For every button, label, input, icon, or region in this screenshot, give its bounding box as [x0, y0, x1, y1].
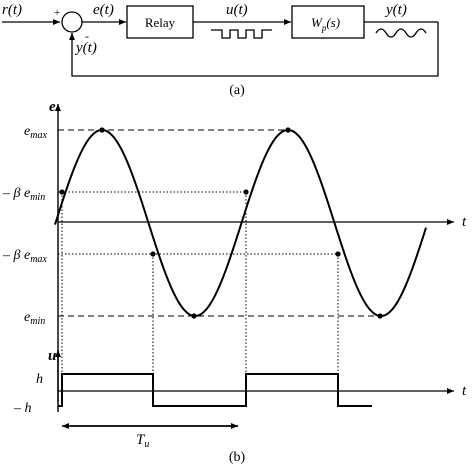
summing-junction — [61, 11, 83, 33]
minus-sign: - — [85, 29, 89, 43]
relay-output-square-wave — [58, 373, 372, 407]
min-point-2 — [377, 313, 383, 319]
timing-diagram: e t emax – β emin – β emax emin u — [2, 99, 467, 464]
plant-label: Wp(s) — [311, 15, 340, 33]
e-axis-label: e — [49, 99, 56, 115]
h-label: h — [36, 372, 43, 387]
period-label: Tu — [136, 432, 149, 450]
neg-beta-emax-label: – β emax — [2, 248, 47, 265]
u-axis-label: u — [48, 348, 56, 364]
control-signal-label: u(t) — [226, 2, 248, 18]
relay-block — [126, 5, 194, 39]
caption-a: (a) — [229, 83, 245, 98]
error-sinusoid — [54, 128, 427, 318]
reference-signal-label: r(t) — [2, 2, 22, 18]
t-axis-u-label: t — [462, 383, 467, 399]
t-axis-e-label: t — [462, 214, 467, 230]
switch-point-3 — [243, 189, 249, 195]
relay-label: Relay — [145, 15, 176, 30]
plus-sign: + — [54, 7, 60, 19]
max-point-2 — [285, 127, 291, 133]
switch-point-1 — [59, 189, 65, 195]
output-signal-label: y(t) — [384, 2, 407, 18]
caption-b: (b) — [229, 450, 246, 464]
square-wave-icon — [211, 29, 272, 39]
switch-point-2 — [150, 251, 156, 257]
feedback-line — [69, 22, 439, 77]
error-signal-label: e(t) — [93, 2, 114, 18]
emax-label: emax — [24, 124, 47, 141]
neg-beta-emin-label: – β emin — [2, 186, 45, 203]
emin-label: emin — [24, 310, 45, 327]
switch-point-4 — [335, 251, 341, 257]
max-point-1 — [99, 127, 105, 133]
sine-wave-icon — [375, 28, 427, 38]
min-point-1 — [191, 313, 197, 319]
feedback-signal-label: y(t) — [74, 40, 97, 56]
neg-h-label: – h — [13, 401, 32, 416]
block-diagram: r(t) + - e(t) Relay u(t) Wp(s) y(t) y(t)… — [2, 2, 439, 98]
